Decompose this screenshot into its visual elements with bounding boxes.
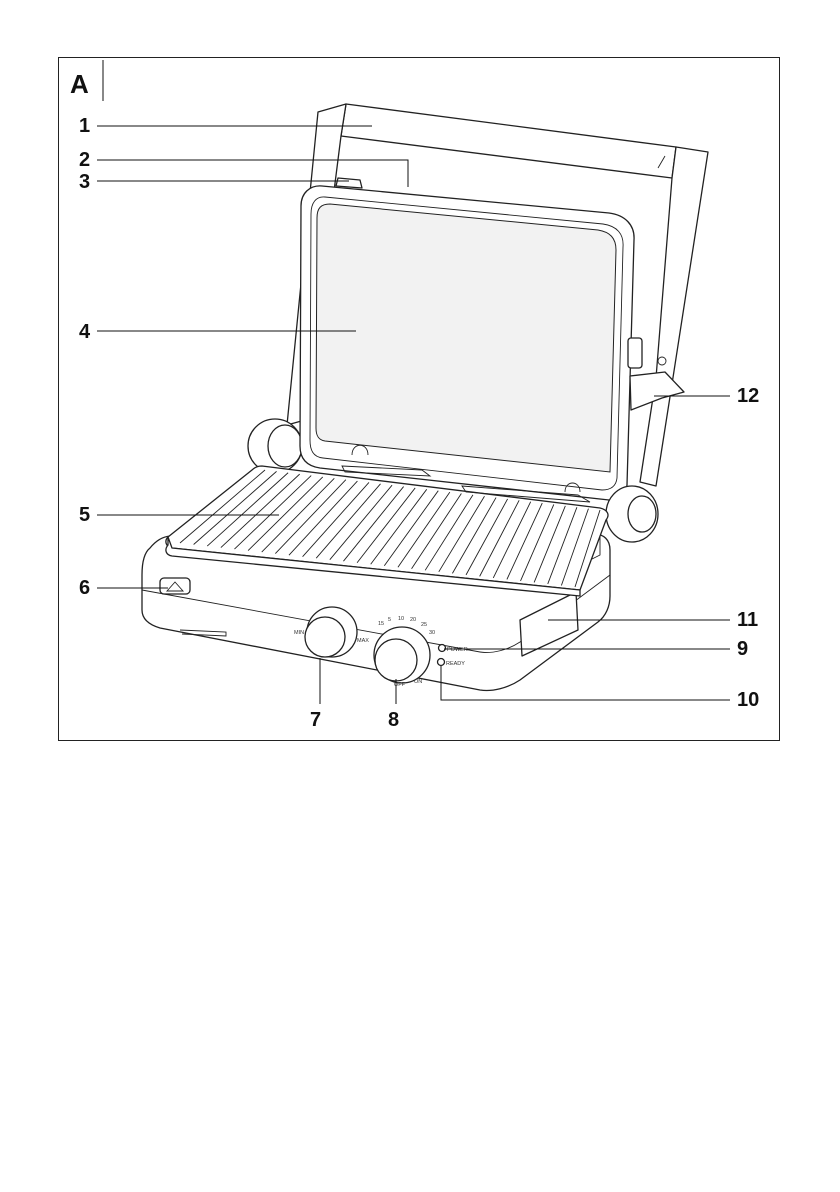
svg-text:6: 6 xyxy=(79,577,90,599)
svg-text:12: 12 xyxy=(737,385,759,407)
knob-min-label: MIN xyxy=(294,630,304,636)
svg-text:3: 3 xyxy=(79,171,90,193)
figure-letter: A xyxy=(70,69,89,99)
upper-plate-housing xyxy=(300,178,634,500)
svg-text:8: 8 xyxy=(388,709,399,731)
left-hinge xyxy=(248,419,302,473)
callout-7: 7 xyxy=(310,658,321,731)
lock-latch xyxy=(336,178,362,188)
timer-scale-mark: 25 xyxy=(421,622,427,628)
svg-text:11: 11 xyxy=(737,609,758,631)
svg-text:10: 10 xyxy=(737,689,759,711)
svg-text:1: 1 xyxy=(79,115,90,137)
timer-scale-mark: 5 xyxy=(388,617,391,623)
ready-light-label: READY xyxy=(446,661,465,667)
timer-scale-mark: 10 xyxy=(398,616,404,622)
power-switch[interactable] xyxy=(160,578,190,594)
timer-scale-mark: 15 xyxy=(378,621,384,627)
svg-text:4: 4 xyxy=(79,321,91,343)
svg-text:7: 7 xyxy=(310,709,321,731)
timer-scale-mark: 30 xyxy=(429,630,435,636)
power-light-label: POWER xyxy=(447,647,468,653)
knob-max-label: MAX xyxy=(357,638,369,644)
timer-scale-mark: 20 xyxy=(410,617,416,623)
svg-text:9: 9 xyxy=(737,638,748,660)
timer-on-label: ON xyxy=(414,679,422,685)
svg-text:5: 5 xyxy=(79,504,90,526)
svg-text:2: 2 xyxy=(79,149,90,171)
